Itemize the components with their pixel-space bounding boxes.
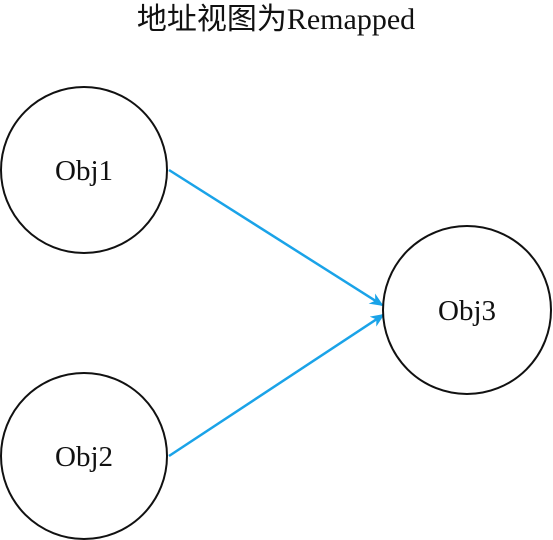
diagram-title: 地址视图为Remapped <box>137 3 415 36</box>
node-obj1-circle <box>0 86 168 254</box>
node-obj3-label: Obj3 <box>438 295 496 327</box>
node-obj1: Obj1 <box>0 86 168 254</box>
edge-obj1-obj3 <box>168 168 384 307</box>
node-obj2-circle <box>0 372 168 540</box>
node-obj2: Obj2 <box>0 372 168 540</box>
node-obj3-circle <box>382 225 552 395</box>
edge-obj2-obj3 <box>168 313 385 458</box>
node-obj1-label: Obj1 <box>55 155 113 187</box>
node-obj2-label: Obj2 <box>55 441 113 473</box>
node-obj3: Obj3 <box>382 225 552 395</box>
